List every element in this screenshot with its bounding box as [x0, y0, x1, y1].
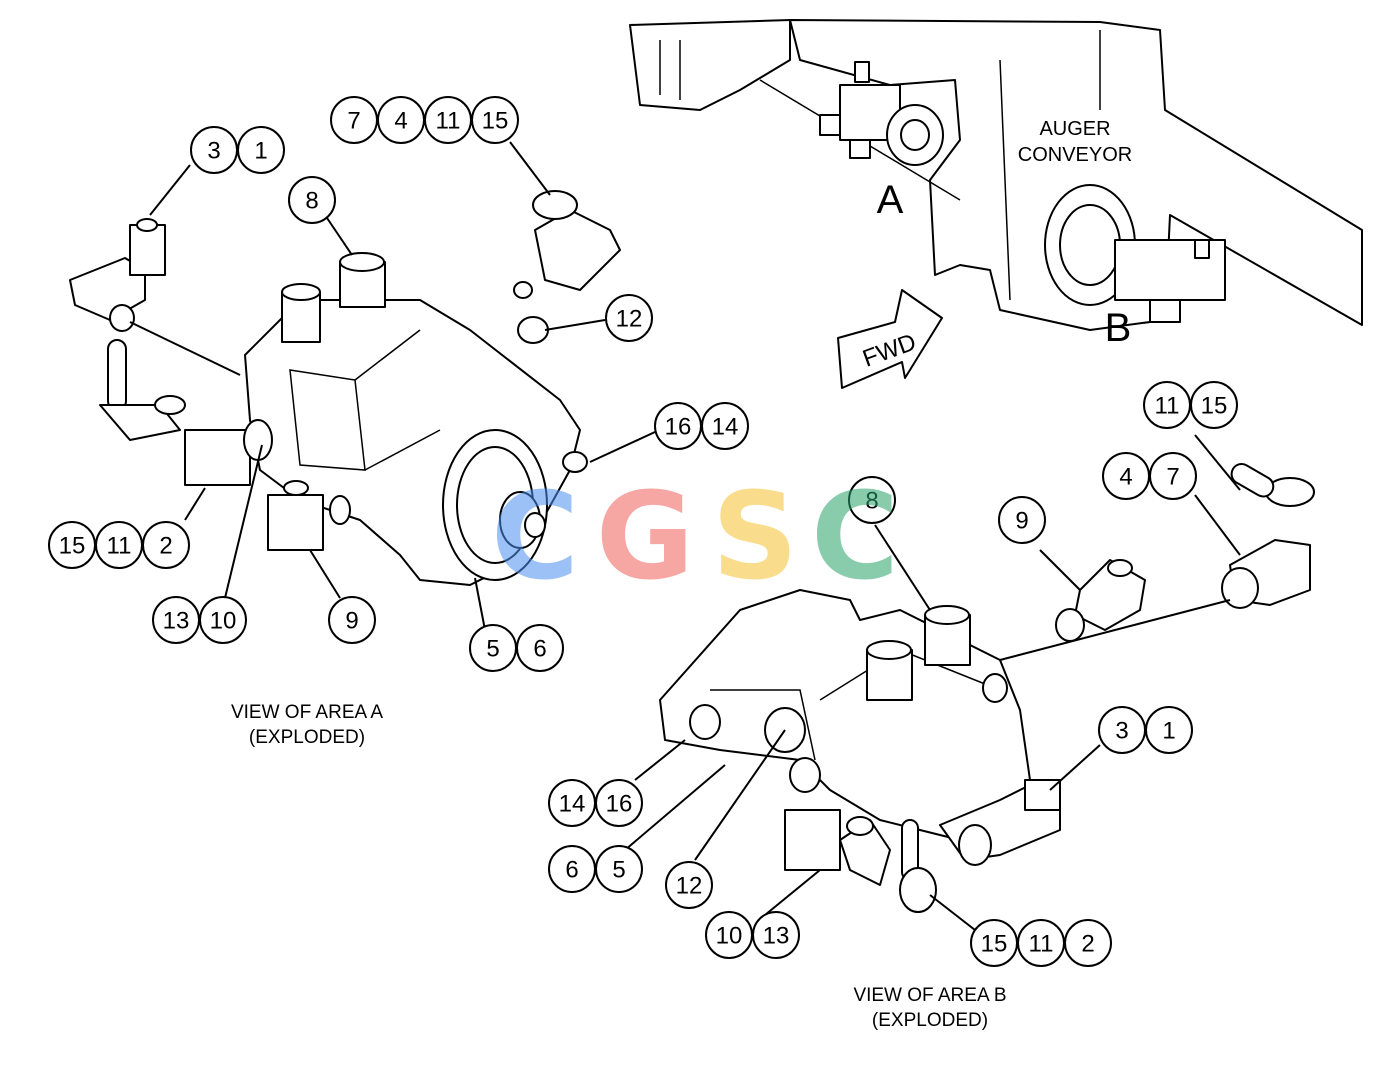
- svg-text:11: 11: [107, 533, 132, 560]
- view-a-caption-line1: VIEW OF AREA A: [231, 702, 383, 723]
- area-b-letter: B: [1105, 306, 1132, 350]
- locator-assembly-b: [1044, 184, 1226, 323]
- view-b-callout-11: 11: [1017, 919, 1065, 967]
- view-b-callouts: 11 15 4 7 8 9 3 1 14 16 6 5 12 10 13 15 11 2: [548, 381, 1238, 967]
- svg-text:2: 2: [1081, 931, 1094, 958]
- svg-text:2: 2: [159, 533, 172, 560]
- view-a-callout-5: 5: [469, 624, 517, 672]
- svg-text:13: 13: [763, 923, 790, 950]
- view-b-callout-14: 14: [548, 779, 596, 827]
- locator-label-line1: AUGER: [1039, 118, 1110, 140]
- view-a-callout-12: 12: [605, 294, 653, 342]
- view-b-assembly: [624, 434, 1315, 931]
- svg-text:9: 9: [1015, 508, 1028, 535]
- svg-text:16: 16: [606, 791, 633, 818]
- svg-text:1: 1: [1162, 718, 1175, 745]
- view-b-callout-7: 7: [1149, 452, 1197, 500]
- view-b-caption-line2: (EXPLODED): [872, 1010, 988, 1031]
- view-a-callout-7: 7: [330, 96, 378, 144]
- svg-text:12: 12: [616, 306, 643, 333]
- svg-text:15: 15: [981, 931, 1008, 958]
- svg-text:9: 9: [345, 608, 358, 635]
- view-b-callout-12: 12: [665, 861, 713, 909]
- view-a-callout-4: 4: [377, 96, 425, 144]
- view-a-callout-6: 6: [516, 624, 564, 672]
- view-b-caption-line1: VIEW OF AREA B: [853, 985, 1006, 1006]
- svg-text:15: 15: [59, 533, 86, 560]
- view-a-callouts: 3 1 7 4 11 15 8 12 16 14 15 11 2 13 10 9 5 6: [48, 96, 749, 672]
- view-a-assembly: [69, 141, 656, 631]
- svg-text:5: 5: [486, 636, 499, 663]
- view-a-callout-9: 9: [328, 596, 376, 644]
- svg-text:16: 16: [665, 414, 692, 441]
- watermark-letter: C: [811, 468, 899, 607]
- svg-text:8: 8: [865, 488, 878, 515]
- view-a-caption-line2: (EXPLODED): [249, 727, 365, 748]
- view-a-callout-11: 11: [95, 521, 143, 569]
- view-b-callout-9: 9: [998, 496, 1046, 544]
- view-b-callout-6: 6: [548, 845, 596, 893]
- svg-text:15: 15: [1201, 393, 1228, 420]
- svg-text:11: 11: [1155, 393, 1180, 420]
- view-a-callout-14: 14: [701, 402, 749, 450]
- view-b-callout-13: 13: [752, 911, 800, 959]
- view-b-callout-3: 3: [1098, 706, 1146, 754]
- view-b-callout-16: 16: [595, 779, 643, 827]
- view-b-callout-5: 5: [595, 845, 643, 893]
- view-a-callout-11: 11: [424, 96, 472, 144]
- svg-text:10: 10: [716, 923, 743, 950]
- svg-text:14: 14: [712, 414, 739, 441]
- svg-text:11: 11: [436, 108, 461, 135]
- svg-text:3: 3: [1115, 718, 1128, 745]
- svg-text:11: 11: [1029, 931, 1054, 958]
- svg-text:6: 6: [565, 857, 578, 884]
- locator-label-line2: CONVEYOR: [1018, 144, 1132, 166]
- svg-text:13: 13: [163, 608, 190, 635]
- area-a-letter: A: [877, 178, 904, 222]
- view-a-callout-15: 15: [471, 96, 519, 144]
- view-b-callout-10: 10: [705, 911, 753, 959]
- view-a-callout-16: 16: [654, 402, 702, 450]
- view-a-callout-1: 1: [237, 126, 285, 174]
- view-b-callout-1: 1: [1145, 706, 1193, 754]
- locator-assembly-a: [819, 61, 944, 166]
- view-a-callout-3: 3: [190, 126, 238, 174]
- view-b-callout-4: 4: [1102, 452, 1150, 500]
- svg-text:15: 15: [482, 108, 509, 135]
- view-b-callout-15: 15: [1190, 381, 1238, 429]
- watermark-letter: G: [596, 468, 695, 607]
- svg-text:8: 8: [305, 188, 318, 215]
- locator-view: AUGER CONVEYOR A B FWD: [629, 19, 1363, 389]
- watermark-letter: C: [491, 468, 579, 607]
- svg-text:10: 10: [210, 608, 237, 635]
- svg-text:3: 3: [207, 138, 220, 165]
- svg-text:14: 14: [559, 791, 586, 818]
- view-b-callout-15: 15: [970, 919, 1018, 967]
- view-a-callout-2: 2: [142, 521, 190, 569]
- svg-text:1: 1: [254, 138, 267, 165]
- view-b-callout-11: 11: [1143, 381, 1191, 429]
- fwd-arrow-icon: FWD: [837, 289, 943, 389]
- svg-text:12: 12: [676, 873, 703, 900]
- svg-text:5: 5: [612, 857, 625, 884]
- svg-text:7: 7: [1166, 464, 1179, 491]
- view-a-callout-15: 15: [48, 521, 96, 569]
- view-a-callout-8: 8: [288, 176, 336, 224]
- view-a-callout-13: 13: [152, 596, 200, 644]
- view-b-callout-2: 2: [1064, 919, 1112, 967]
- view-a-callout-10: 10: [199, 596, 247, 644]
- svg-text:4: 4: [1119, 464, 1132, 491]
- svg-text:6: 6: [533, 636, 546, 663]
- svg-text:7: 7: [347, 108, 360, 135]
- watermark-letter: S: [712, 468, 798, 607]
- view-b-callout-8: 8: [848, 476, 896, 524]
- svg-text:4: 4: [394, 108, 407, 135]
